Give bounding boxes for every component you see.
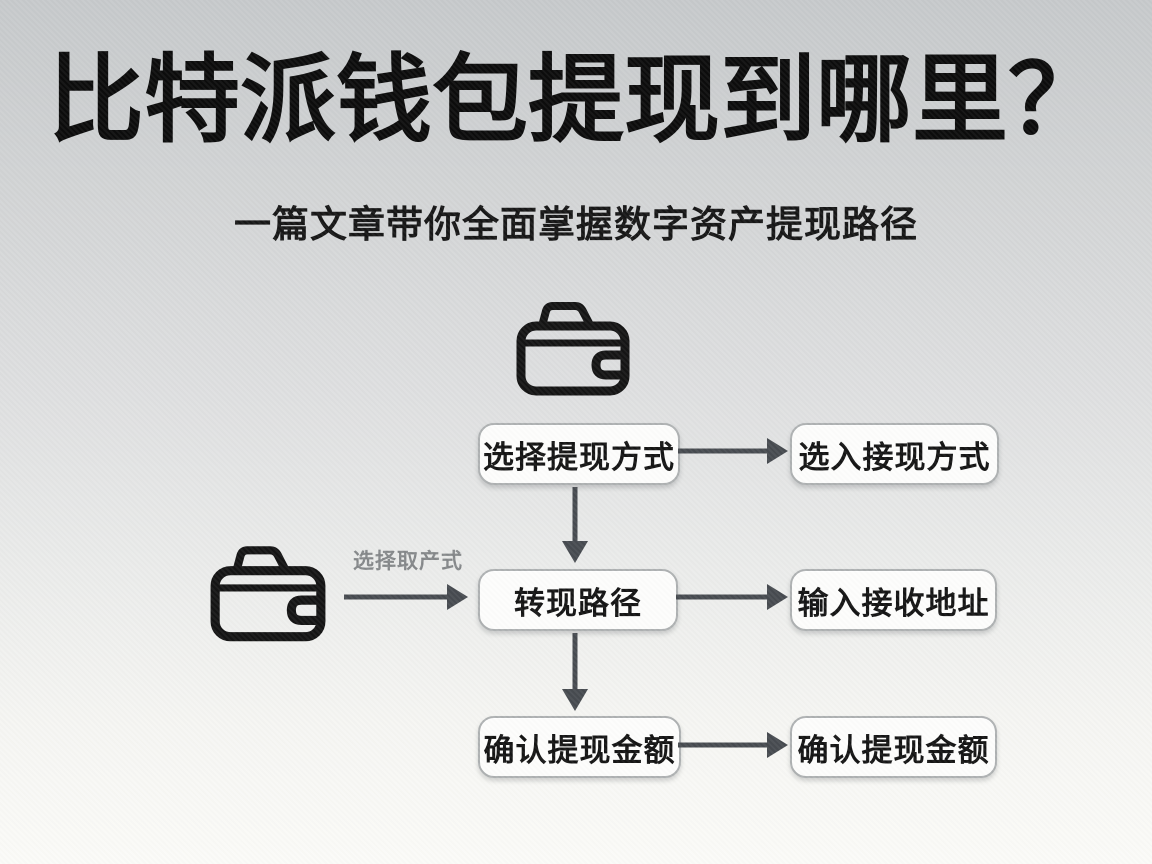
flow-node-select-withdraw-method: 选择提现方式 — [478, 423, 680, 485]
edge-label: 选择取产式 — [353, 549, 463, 573]
arrow-down-icon — [562, 633, 588, 711]
arrow-right-icon — [344, 584, 468, 610]
flow-node-withdraw-path: 转现路径 — [478, 569, 678, 631]
flow-node-enter-receive-address: 输入接收地址 — [790, 569, 997, 631]
wallet-icon — [512, 297, 634, 397]
flow-node-confirm-withdraw-amount: 确认提现金额 — [478, 716, 681, 778]
page-title: 比特派钱包提现到哪里？ — [48, 44, 1104, 156]
flow-node-confirm-withdraw-amount-right: 确认提现金额 — [790, 716, 997, 778]
arrow-right-icon — [678, 438, 788, 464]
arrow-right-icon — [678, 732, 788, 758]
arrow-down-icon — [562, 487, 588, 563]
wallet-icon — [206, 540, 330, 644]
page-subtitle: 一篇文章带你全面掌握数字资产提现路径 — [234, 203, 918, 246]
arrow-right-icon — [676, 584, 788, 610]
flow-node-select-withdraw-method-right: 选入接现方式 — [790, 423, 999, 485]
